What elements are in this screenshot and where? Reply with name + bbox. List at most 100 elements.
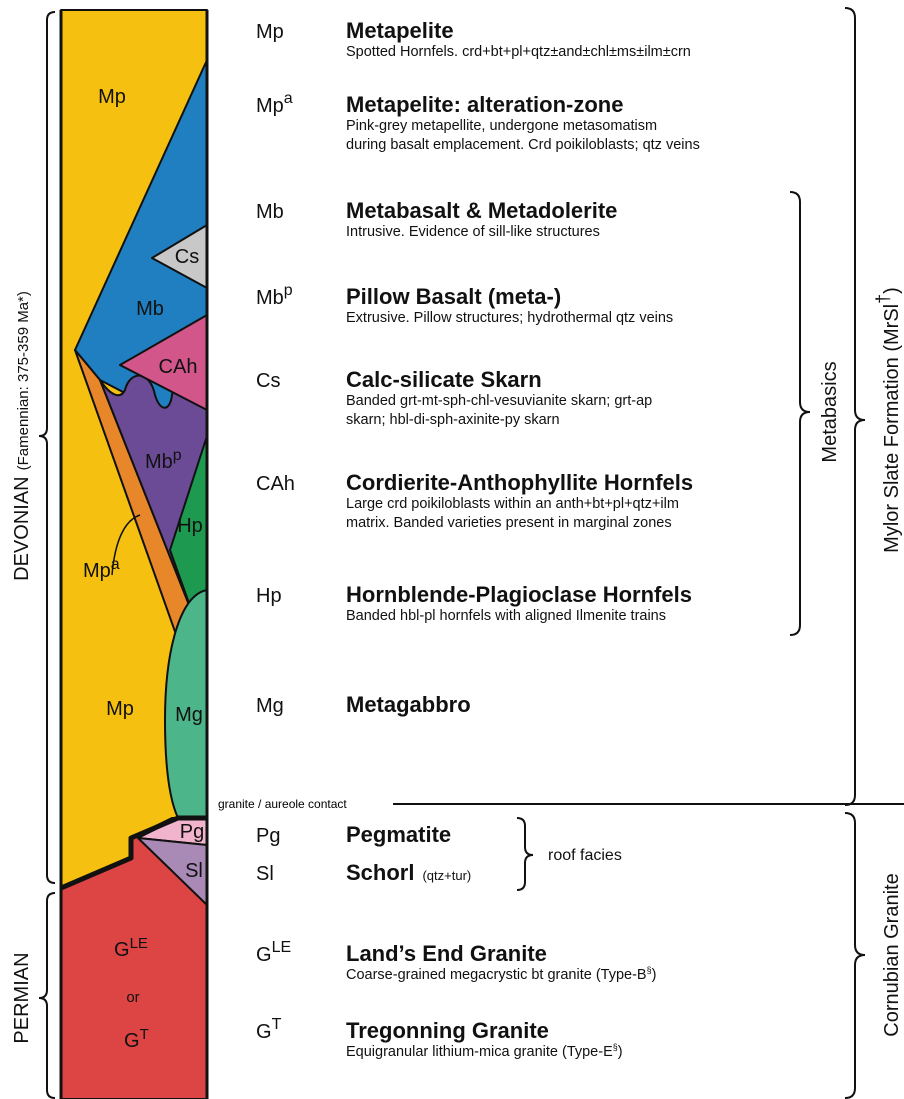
cornubian-label: Cornubian Granite — [881, 873, 903, 1036]
metabasics-brace — [790, 192, 810, 635]
legend-code-base: Mp — [256, 21, 284, 43]
legend-title-text: Schorl — [346, 860, 414, 885]
legend-desc: Intrusive. Evidence of sill-like structu… — [346, 224, 600, 240]
legend-title-text: Pillow Basalt (meta-) — [346, 284, 561, 309]
legend-code: Sl — [256, 863, 274, 885]
era-labels: DEVONIAN(Famennian: 375-359 Ma*) PERMIAN — [11, 291, 33, 1043]
devonian-label-main: DEVONIAN — [11, 476, 33, 580]
label-mp-bottom: Mp — [106, 698, 134, 720]
legend-desc: skarn; hbl-di-sph-axinite-py skarn — [346, 412, 560, 428]
legend-row: CAh Cordierite-Anthophyllite HornfelsLarg… — [256, 470, 693, 531]
schorl-note: (qtz+tur) — [422, 868, 471, 883]
legend-desc-text: Coarse-grained megacrystic bt granite (T… — [346, 967, 647, 983]
legend-row: Pg Pegmatite — [256, 822, 451, 847]
legend-title: Metapelite: alteration-zone — [346, 92, 623, 117]
legend-title: Cordierite-Anthophyllite Hornfels — [346, 470, 693, 495]
legend-row: Mpa Metapelite: alteration-zonePink-grey … — [256, 90, 700, 153]
devonian-label: DEVONIAN(Famennian: 375-359 Ma*) — [11, 291, 33, 581]
legend-desc-text: Banded hbl-pl hornfels with aligned Ilme… — [346, 608, 666, 624]
permian-label: PERMIAN — [11, 952, 33, 1043]
legend-title: Metapelite — [346, 18, 454, 43]
label-gt-base: G — [124, 1030, 140, 1052]
legend-title: Schorl (qtz+tur) — [346, 860, 471, 885]
legend-code: Cs — [256, 370, 280, 392]
legend-code-base: G — [256, 944, 272, 966]
legend-row: GLE Land’s End GraniteCoarse-grained mega… — [256, 939, 656, 983]
label-cs: Cs — [175, 246, 199, 268]
legend-code-base: Sl — [256, 863, 274, 885]
era-braces — [39, 12, 55, 1098]
permian-brace — [39, 893, 55, 1098]
legend-code-base: Cs — [256, 370, 280, 392]
devonian-brace — [39, 12, 55, 883]
legend-code: CAh — [256, 473, 295, 495]
legend-title-text: Metapelite: alteration-zone — [346, 92, 623, 117]
legend-desc: during basalt emplacement. Crd poikilobl… — [346, 137, 700, 153]
legend-code-sup: LE — [272, 939, 292, 956]
legend-code: Mbp — [256, 282, 293, 309]
label-gle-base: G — [114, 939, 130, 961]
legend-desc: matrix. Banded varieties present in marg… — [346, 515, 672, 531]
legend-code: Mg — [256, 695, 284, 717]
label-mpa-sup: a — [111, 556, 120, 573]
legend-code-sup: T — [272, 1016, 282, 1033]
legend-title: Land’s End Granite — [346, 941, 547, 966]
legend-code-base: Pg — [256, 825, 280, 847]
legend-title: Pegmatite — [346, 822, 451, 847]
legend-code-base: Mb — [256, 201, 284, 223]
label-mp-top: Mp — [98, 86, 126, 108]
legend-code: Mb — [256, 201, 284, 223]
legend-code: Mpa — [256, 90, 293, 117]
legend-desc: Banded hbl-pl hornfels with aligned Ilme… — [346, 608, 666, 624]
contact-label: granite / aureole contact — [218, 797, 347, 811]
legend-desc-text: Extrusive. Pillow structures; hydrotherm… — [346, 310, 673, 326]
legend-title-text: Calc-silicate Skarn — [346, 367, 542, 392]
legend-desc: Equigranular lithium-mica granite (Type-… — [346, 1042, 623, 1060]
metabasics-label: Metabasics — [819, 361, 841, 462]
legend-title-text: Hornblende-Plagioclase Hornfels — [346, 582, 692, 607]
legend-title: Tregonning Granite — [346, 1018, 549, 1043]
legend-code: GT — [256, 1016, 282, 1043]
legend-desc: Banded grt-mt-sph-chl-vesuvianite skarn;… — [346, 393, 652, 409]
label-pg: Pg — [180, 821, 204, 843]
legend-title-text: Pegmatite — [346, 822, 451, 847]
legend-row: Sl Schorl (qtz+tur) — [256, 860, 471, 885]
legend-desc-text: Large crd poikiloblasts within an anth+b… — [346, 496, 679, 512]
label-cah: CAh — [159, 356, 198, 378]
label-mbp-base: Mb — [145, 451, 173, 473]
legend-code-sup: p — [284, 282, 293, 299]
close-paren: ) — [652, 967, 657, 983]
legend-desc-text: Intrusive. Evidence of sill-like structu… — [346, 224, 600, 240]
label-mbp-sup: p — [173, 447, 182, 464]
label-mb: Mb — [136, 298, 164, 320]
legend-title: Metabasalt & Metadolerite — [346, 198, 617, 223]
close-paren: ) — [618, 1044, 623, 1060]
legend-desc: Coarse-grained megacrystic bt granite (T… — [346, 965, 656, 983]
label-mpa-base: Mp — [83, 560, 111, 582]
legend-code-base: Mp — [256, 95, 284, 117]
legend-code: Hp — [256, 585, 282, 607]
legend-desc: Pink-grey metapellite, undergone metasom… — [346, 118, 657, 134]
mylor-brace — [845, 8, 865, 805]
legend-row: Mg Metagabbro — [256, 692, 471, 717]
label-or: or — [126, 989, 139, 1006]
legend-title: Metagabbro — [346, 692, 471, 717]
mylor-label-main: Mylor Slate Formation (MrSl — [881, 304, 903, 553]
legend: Mp MetapeliteSpotted Hornfels. crd+bt+pl+… — [256, 18, 700, 1060]
legend-row: Mbp Pillow Basalt (meta-)Extrusive. Pillo… — [256, 282, 673, 326]
legend-row: Hp Hornblende-Plagioclase HornfelsBanded … — [256, 582, 692, 624]
legend-desc: Extrusive. Pillow structures; hydrotherm… — [346, 310, 673, 326]
legend-title: Calc-silicate Skarn — [346, 367, 542, 392]
legend-code-base: Mb — [256, 287, 284, 309]
legend-desc-text: Spotted Hornfels. crd+bt+pl+qtz±and±chl±… — [346, 44, 691, 60]
legend-code-sup: a — [284, 90, 293, 107]
legend-title-text: Cordierite-Anthophyllite Hornfels — [346, 470, 693, 495]
legend-title-text: Metabasalt & Metadolerite — [346, 198, 617, 223]
label-gle-sup: LE — [130, 935, 148, 952]
legend-title-text: Land’s End Granite — [346, 941, 547, 966]
legend-desc: Spotted Hornfels. crd+bt+pl+qtz±and±chl±… — [346, 44, 691, 60]
legend-desc-text: Pink-grey metapellite, undergone metasom… — [346, 118, 657, 134]
legend-title-text: Metagabbro — [346, 692, 471, 717]
